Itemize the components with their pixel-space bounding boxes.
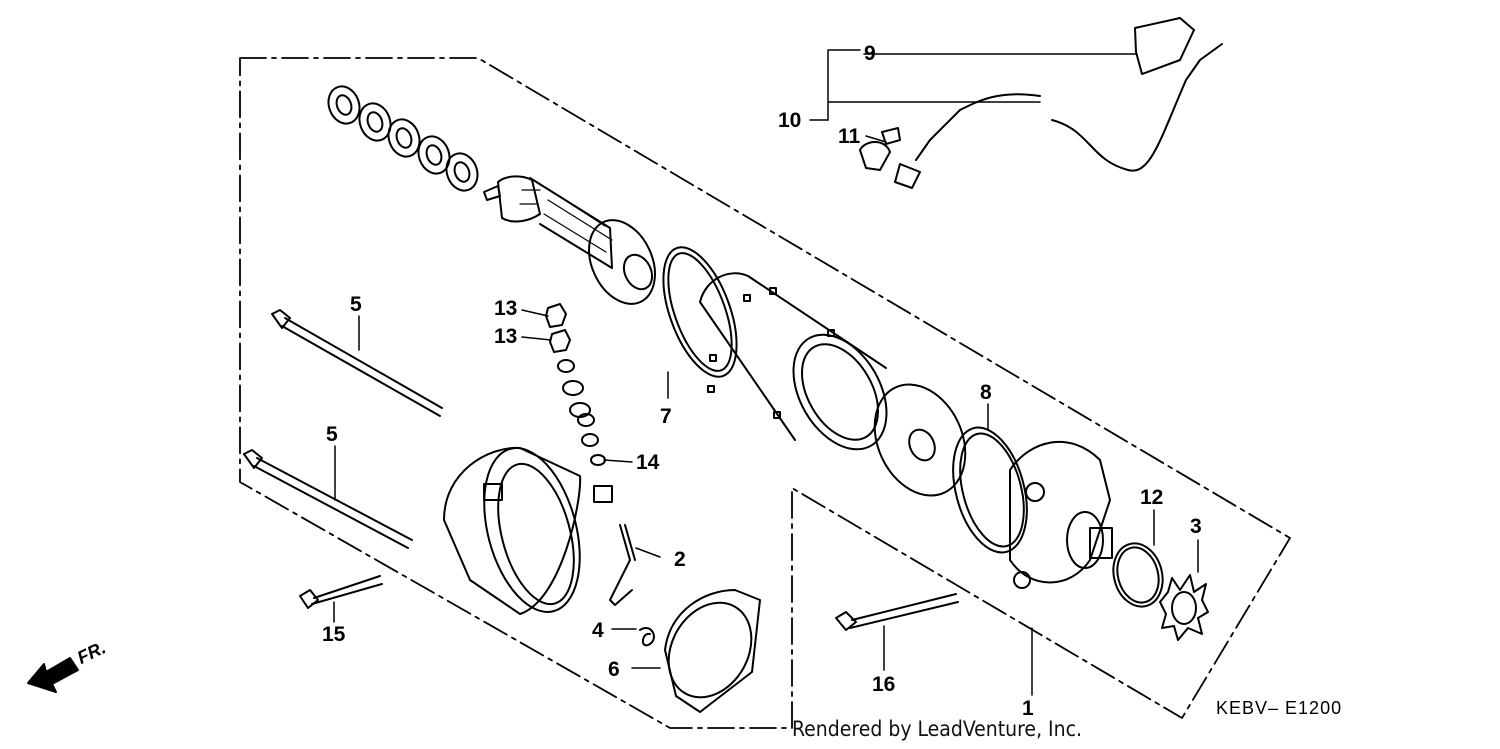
callout-16: 16 <box>872 673 896 696</box>
o-ring-8 <box>952 426 1028 554</box>
callout-8: 8 <box>980 381 992 404</box>
o-ring-12 <box>1112 542 1164 608</box>
callout-14: 14 <box>636 451 660 474</box>
callout-11: 11 <box>838 125 861 148</box>
bolt-11 <box>859 127 901 171</box>
starter-cable-10 <box>894 17 1223 189</box>
leader-lines <box>333 49 1199 696</box>
brush-holder-6 <box>664 589 761 713</box>
rear-cover <box>443 446 613 615</box>
nut-washer-stack <box>545 303 606 466</box>
callout-9: 9 <box>864 42 876 65</box>
assembly-boundary <box>239 57 1291 729</box>
callout-10: 10 <box>778 109 802 132</box>
o-ring-7 <box>662 246 738 378</box>
bolt-16 <box>835 593 959 631</box>
front-cover <box>1009 441 1113 589</box>
drive-gear-3 <box>1159 574 1209 641</box>
callout-5-upper: 5 <box>350 293 362 316</box>
callout-1: 1 <box>1022 697 1034 720</box>
diagram-code: KEBV– E1200 <box>1216 698 1343 718</box>
callout-2: 2 <box>674 548 686 571</box>
spring-4 <box>639 627 655 647</box>
callout-7: 7 <box>660 405 672 428</box>
insulator-plate <box>873 383 967 497</box>
callout-4: 4 <box>592 619 604 642</box>
callout-3: 3 <box>1190 515 1202 538</box>
callout-13-lower: 13 <box>494 325 518 348</box>
bolt-15 <box>299 575 383 609</box>
callout-15: 15 <box>322 623 346 646</box>
shim-washers <box>327 85 479 192</box>
render-credit: Rendered by LeadVenture, Inc. <box>792 717 1082 741</box>
front-direction-arrow-icon <box>27 657 79 693</box>
callout-13-upper: 13 <box>494 297 518 320</box>
brush-terminal-2 <box>609 524 636 606</box>
armature <box>483 175 656 305</box>
callout-6: 6 <box>608 658 620 681</box>
through-bolt-5-upper <box>271 309 443 417</box>
callout-5-lower: 5 <box>326 423 338 446</box>
motor-case <box>699 272 888 451</box>
callout-12: 12 <box>1140 486 1164 509</box>
